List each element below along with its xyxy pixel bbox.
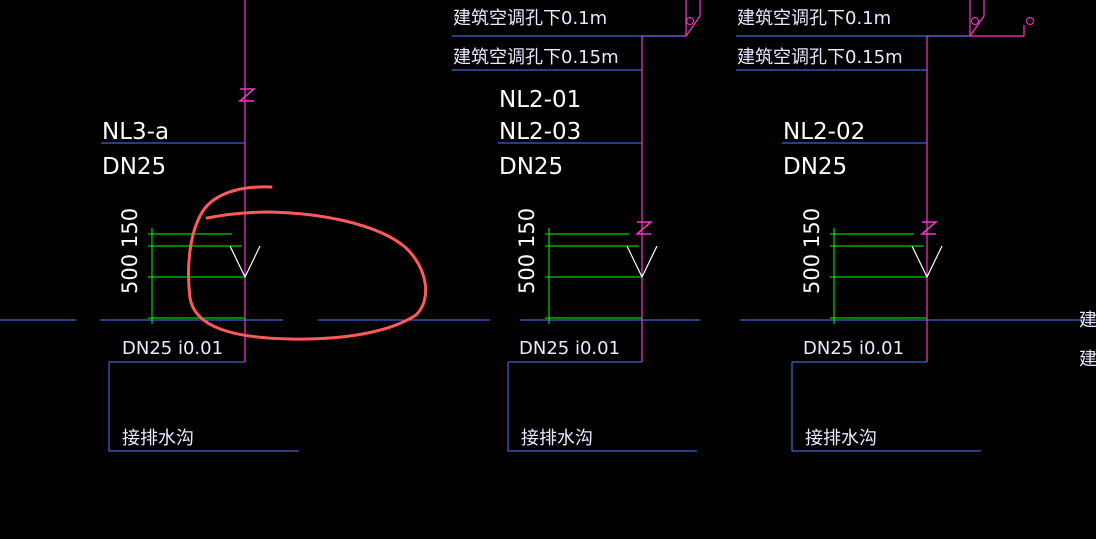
markup-circle (187, 185, 428, 341)
drain-label: DN25 i0.01 (122, 338, 223, 359)
ac-hole-label-0-1: 建筑空调孔下0.1m (453, 8, 607, 29)
unit-tag: NL2-01 (499, 87, 581, 113)
dimension: 150 500 (118, 208, 245, 324)
drain-unit-1: NL3-a DN25 150 500 DN25 i0.01 接排水沟 (101, 0, 299, 452)
break-symbol (634, 221, 654, 235)
drain-label: DN25 i0.01 (519, 338, 620, 359)
break-symbol (919, 221, 939, 235)
edge-text-1: 建 (1079, 310, 1096, 331)
unit-tag: NL3-a (102, 119, 169, 145)
pipe-size-label: DN25 (102, 154, 166, 180)
outlet-leader (108, 362, 299, 452)
drain-label: DN25 i0.01 (803, 338, 904, 359)
edge-text: 建 建 (1079, 310, 1096, 370)
unit-tag: NL2-02 (783, 119, 865, 145)
ac-hole-label-0-15: 建筑空调孔下0.15m (737, 47, 903, 68)
outlet-label: 接排水沟 (521, 428, 593, 449)
ac-hole-label-0-15: 建筑空调孔下0.15m (453, 47, 619, 68)
dim-top: 150 (515, 208, 539, 248)
drain-unit-3: 建筑空调孔下0.1m 建筑空调孔下0.15m NL2-02 DN25 150 5… (736, 0, 1034, 452)
dim-bottom: 500 (800, 254, 824, 294)
dimension: 150 500 (515, 208, 642, 324)
dim-top: 150 (800, 208, 824, 248)
unit-tag: NL2-03 (499, 119, 581, 145)
dim-top: 150 (118, 208, 142, 248)
dim-bottom: 500 (515, 254, 539, 294)
outlet-leader (791, 362, 981, 452)
drain-unit-2: 建筑空调孔下0.1m 建筑空调孔下0.15m NL2-01 NL2-03 DN2… (452, 0, 701, 452)
break-symbol (237, 88, 257, 102)
outlet-leader (507, 362, 697, 452)
outlet-label: 接排水沟 (805, 428, 877, 449)
outlet-label: 接排水沟 (122, 428, 194, 449)
dim-bottom: 500 (118, 254, 142, 294)
ac-hole-label-0-1: 建筑空调孔下0.1m (737, 8, 891, 29)
pipe-size-label: DN25 (783, 154, 847, 180)
edge-text-2: 建 (1079, 349, 1096, 370)
dimension: 150 500 (800, 208, 927, 324)
pipe-size-label: DN25 (499, 154, 563, 180)
